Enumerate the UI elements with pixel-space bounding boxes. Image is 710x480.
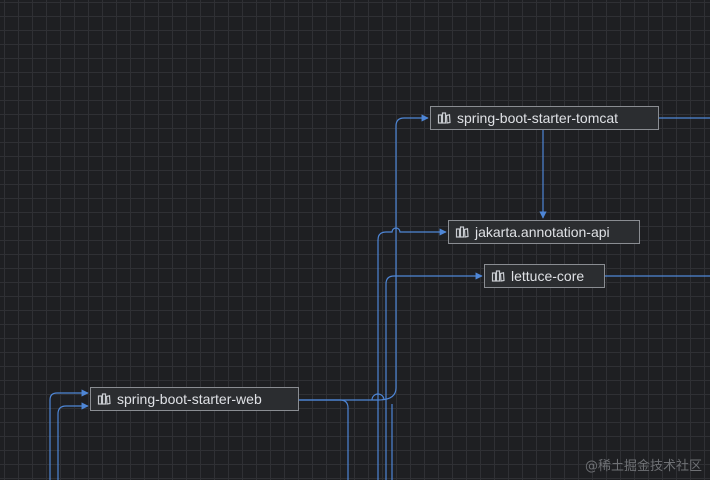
node-label: jakarta.annotation-api (475, 224, 610, 240)
library-icon (97, 393, 111, 405)
node-spring-boot-starter-tomcat[interactable]: spring-boot-starter-tomcat (430, 106, 659, 130)
edge-web-tomcat (299, 114, 429, 401)
edge-web-jakarta (377, 227, 447, 480)
node-label: spring-boot-starter-tomcat (457, 110, 619, 126)
edge-web-lettuce (385, 272, 483, 480)
node-jakarta-annotation-api[interactable]: jakarta.annotation-api (448, 220, 640, 244)
edge-web-down (299, 399, 349, 480)
library-icon (437, 112, 451, 124)
watermark: @稀土掘金技术社区 (584, 459, 702, 474)
node-lettuce-core[interactable]: lettuce-core (484, 264, 605, 288)
edge-in-web-1 (49, 389, 89, 480)
node-label: spring-boot-starter-web (117, 391, 262, 407)
node-spring-boot-starter-web[interactable]: spring-boot-starter-web (90, 387, 299, 411)
edge-hop-web (371, 393, 385, 401)
library-icon (455, 226, 469, 238)
node-label: lettuce-core (511, 268, 585, 284)
edge-in-web-2 (57, 402, 89, 480)
library-icon (491, 270, 505, 282)
